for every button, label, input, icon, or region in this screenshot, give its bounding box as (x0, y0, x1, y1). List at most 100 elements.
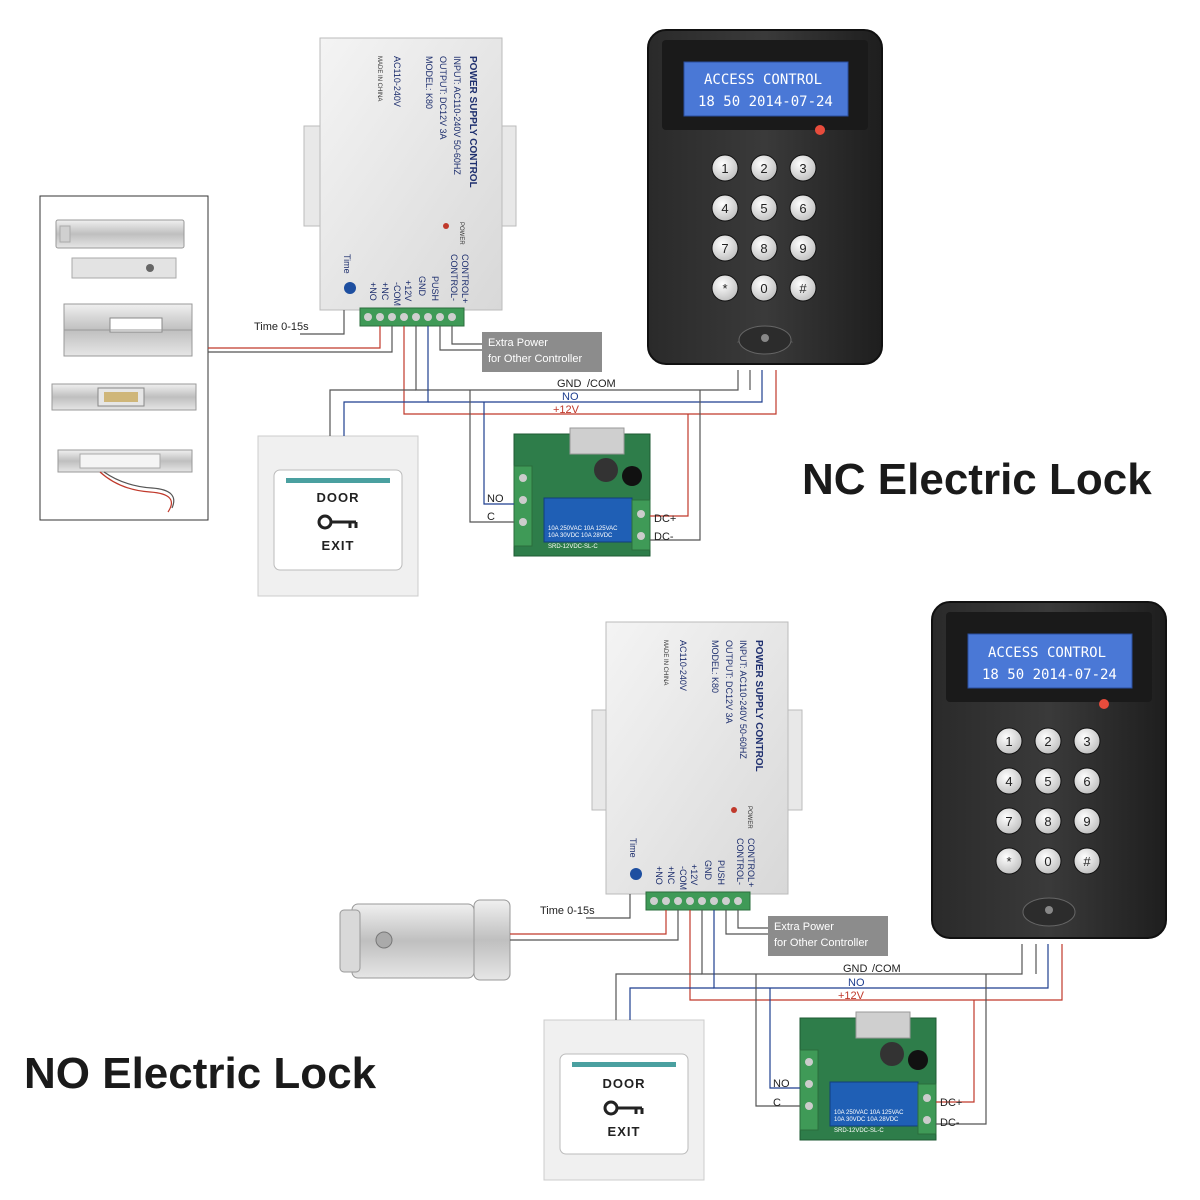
keypad-key-b-1[interactable] (1034, 727, 1062, 755)
keypad-key-a-4[interactable] (750, 194, 778, 222)
lcd-line-2: 18 50 2014-07-24 (698, 94, 833, 110)
keypad-key-label: 2 (1044, 734, 1051, 749)
keypad-key-b-6[interactable] (995, 807, 1023, 835)
keypad-key-a-0[interactable] (711, 154, 739, 182)
keypad-key-b-9[interactable] (995, 847, 1023, 875)
exit-button-device-2: DOOR EXIT (543, 1019, 705, 1181)
svg-text:ACCESS CONTROL: ACCESS CONTROL (988, 645, 1106, 661)
power-led-icon-2 (731, 807, 737, 813)
keypad-key-b-4[interactable] (1034, 767, 1062, 795)
power-supply-unit-2: POWER SUPPLY CONTROL INPUT: AC110-240V 5… (591, 621, 803, 911)
svg-text:-COM: -COM (392, 282, 402, 306)
svg-text:GND: GND (843, 963, 868, 975)
svg-text:NO: NO (848, 977, 865, 989)
keypad-led-icon (815, 125, 825, 135)
keypad-key-a-3[interactable] (711, 194, 739, 222)
keypad-key-label: * (1006, 854, 1011, 869)
keypad-key-label: 4 (1005, 774, 1012, 789)
svg-text:POWER: POWER (746, 806, 752, 829)
svg-text:EXIT: EXIT (608, 1124, 641, 1139)
svg-text:10A 250VAC 10A 125VAC: 10A 250VAC 10A 125VAC (548, 526, 618, 532)
keypad-key-label: 7 (1005, 814, 1012, 829)
svg-text:+NO: +NO (368, 282, 378, 301)
keypad-key-label: * (722, 281, 727, 296)
keypad-key-label: 1 (721, 161, 728, 176)
gnd-label: GND (557, 378, 582, 390)
keypad-key-b-3[interactable] (995, 767, 1023, 795)
keypad-key-a-10[interactable] (750, 274, 778, 302)
svg-text:OUTPUT: DC12V 3A: OUTPUT: DC12V 3A (724, 640, 734, 724)
keypad-key-label: 6 (799, 201, 806, 216)
svg-text:10A 30VDC 10A 28VDC: 10A 30VDC 10A 28VDC (548, 533, 613, 539)
svg-text:DC-: DC- (940, 1117, 960, 1129)
svg-text:CONTROL-: CONTROL- (735, 838, 745, 885)
svg-text:+NO: +NO (654, 866, 664, 885)
keypad-key-b-7[interactable] (1034, 807, 1062, 835)
cabinet-lock-icon (57, 449, 193, 513)
svg-text:SRD-12VDC-SL-C: SRD-12VDC-SL-C (548, 544, 598, 550)
keypad-key-label: # (1083, 854, 1091, 869)
svg-text:+NC: +NC (380, 282, 390, 301)
keypad-key-a-6[interactable] (711, 234, 739, 262)
svg-text:Time 0-15s: Time 0-15s (540, 905, 595, 917)
keypad-key-label: 9 (1083, 814, 1090, 829)
keypad-key-label: # (799, 281, 807, 296)
plus12v-label: +12V (553, 404, 580, 416)
svg-text:GND: GND (417, 276, 427, 297)
keypad-key-a-11[interactable] (789, 274, 817, 302)
psu-output: OUTPUT: DC12V 3A (438, 56, 448, 140)
no-title: NO Electric Lock (24, 1049, 377, 1098)
keypad-key-a-7[interactable] (750, 234, 778, 262)
relay-board: 10A 250VAC 10A 125VAC 10A 30VDC 10A 28VD… (513, 427, 651, 557)
svg-text:/COM: /COM (872, 963, 901, 975)
svg-text:+12V: +12V (689, 864, 699, 885)
keypad-key-b-10[interactable] (1034, 847, 1062, 875)
keypad-key-a-2[interactable] (789, 154, 817, 182)
svg-text:CONTROL+: CONTROL+ (746, 838, 756, 887)
svg-text:AC110-240V: AC110-240V (678, 640, 688, 691)
keypad-key-a-8[interactable] (789, 234, 817, 262)
keypad-key-label: 5 (760, 201, 767, 216)
svg-text:DOOR: DOOR (603, 1076, 646, 1091)
keypad-key-label: 8 (1044, 814, 1051, 829)
svg-text:-COM: -COM (678, 866, 688, 890)
com-label: /COM (587, 378, 616, 390)
keypad-key-label: 0 (760, 281, 767, 296)
svg-text:PUSH: PUSH (716, 860, 726, 885)
svg-text:MODEL: K80: MODEL: K80 (710, 640, 720, 693)
no-wires (510, 894, 1063, 1125)
psu-power-label: POWER (458, 222, 464, 245)
keypad-led-icon-2 (1099, 699, 1109, 709)
keypad-key-b-0[interactable] (995, 727, 1023, 755)
svg-text:CONTROL+: CONTROL+ (460, 254, 470, 303)
svg-text:+12V: +12V (403, 280, 413, 301)
lock-options-panel (39, 195, 209, 521)
svg-text:C: C (773, 1097, 781, 1109)
extra-power-box (482, 332, 602, 372)
keypad-key-b-11[interactable] (1073, 847, 1101, 875)
psu-label-block: POWER SUPPLY CONTROL INPUT: AC110-240V 5… (376, 56, 478, 188)
svg-text:DC+: DC+ (940, 1097, 962, 1109)
psu-model: MODEL: K80 (424, 56, 434, 109)
extra-power-line-1: Extra Power (488, 337, 548, 349)
svg-text:18 50 2014-07-24: 18 50 2014-07-24 (982, 667, 1117, 683)
keypad-key-b-2[interactable] (1073, 727, 1101, 755)
keypad-key-label: 4 (721, 201, 728, 216)
psu-time-label: Time (342, 254, 352, 274)
nc-wires (208, 310, 777, 541)
keypad-key-a-9[interactable] (711, 274, 739, 302)
keypad-key-label: 3 (1083, 734, 1090, 749)
relay-dc-minus-label: DC- (654, 531, 674, 543)
keypad-key-label: 8 (760, 241, 767, 256)
power-led-icon (443, 223, 449, 229)
svg-text:for Other Controller: for Other Controller (774, 937, 868, 949)
key-icon (317, 514, 358, 530)
keypad-key-b-5[interactable] (1073, 767, 1101, 795)
keypad-key-a-5[interactable] (789, 194, 817, 222)
svg-text:10A 250VAC 10A 125VAC: 10A 250VAC 10A 125VAC (834, 1110, 904, 1116)
keypad-key-a-1[interactable] (750, 154, 778, 182)
relay-dc-plus-label: DC+ (654, 513, 676, 525)
keypad-key-b-8[interactable] (1073, 807, 1101, 835)
svg-text:PUSH: PUSH (430, 276, 440, 301)
